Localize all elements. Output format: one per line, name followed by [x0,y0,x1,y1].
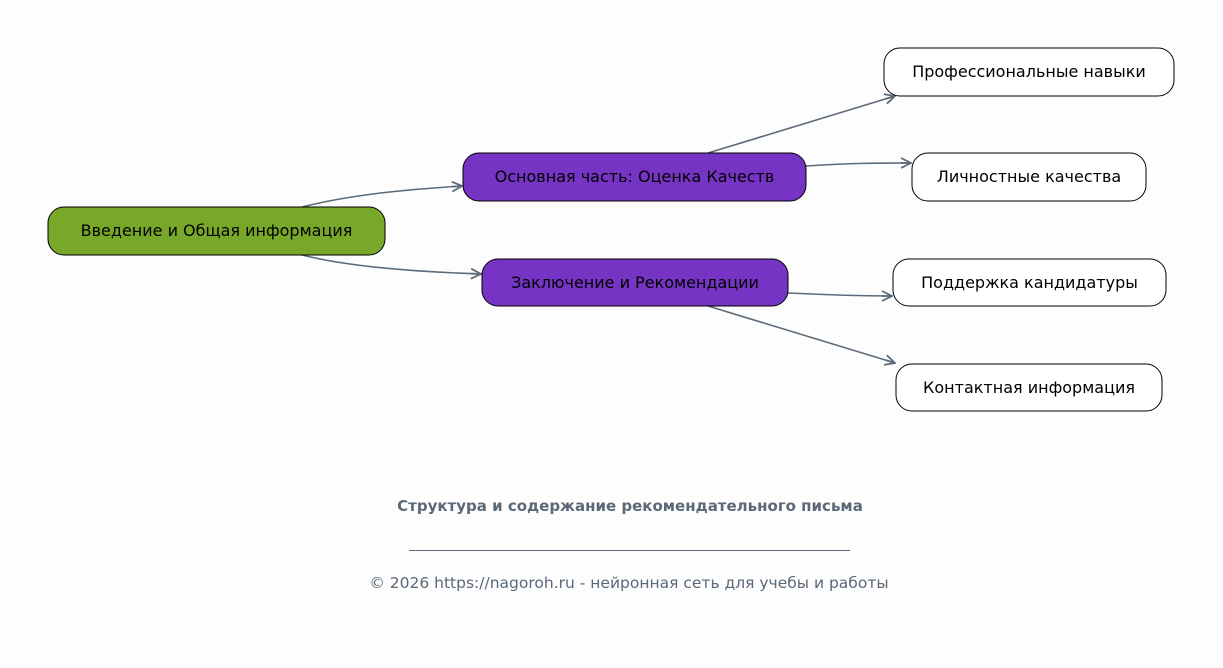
edge-conclusion-contact [707,305,895,363]
node-personal-qualities[interactable]: Личностные качества [911,152,1147,202]
node-root[interactable]: Введение и Общая информация [47,206,386,256]
node-professional-skills[interactable]: Профессиональные навыки [883,47,1175,97]
node-contact-info-label: Контактная информация [923,378,1135,397]
edge-main-qualities [805,163,911,166]
footer-copyright: © 2026 https://nagoroh.ru - нейронная се… [369,574,889,592]
node-main-part[interactable]: Основная часть: Оценка Качеств [462,152,807,202]
node-root-label: Введение и Общая информация [81,221,353,240]
node-professional-skills-label: Профессиональные навыки [912,62,1146,81]
node-conclusion-label: Заключение и Рекомендации [511,273,759,292]
title-divider [409,550,850,551]
node-personal-qualities-label: Личностные качества [937,167,1121,186]
node-main-part-label: Основная часть: Оценка Качеств [495,167,775,186]
node-candidate-support[interactable]: Поддержка кандидатуры [892,258,1167,307]
node-candidate-support-label: Поддержка кандидатуры [921,273,1138,292]
edge-conclusion-support [787,293,892,296]
edge-root-conclusion [301,254,481,274]
node-contact-info[interactable]: Контактная информация [895,363,1163,412]
diagram-title: Структура и содержание рекомендательного… [397,497,863,515]
edge-main-skills [707,96,895,154]
node-conclusion[interactable]: Заключение и Рекомендации [481,258,789,307]
edge-root-main [301,186,462,208]
